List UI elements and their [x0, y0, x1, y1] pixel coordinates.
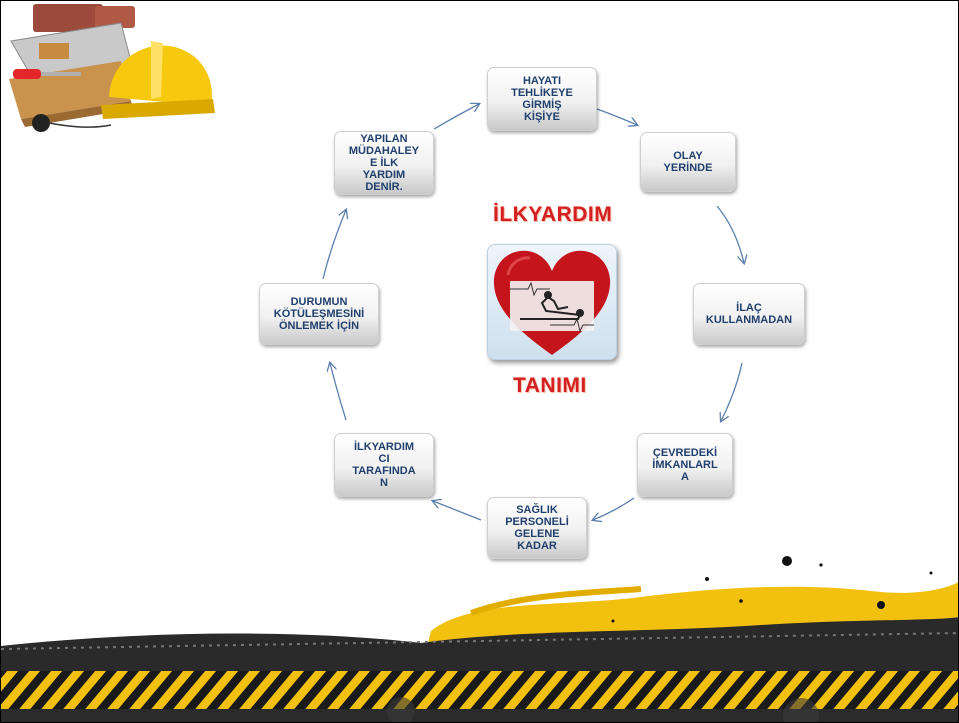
arrow-7 — [330, 363, 347, 421]
title-top: İLKYARDIM — [493, 203, 613, 226]
construction-stripe-band — [1, 556, 958, 722]
first-aid-person-icon — [510, 281, 594, 333]
tools-illustration — [9, 4, 215, 132]
node-saglik: SAĞLIK PERSONELİ GELENE KADAR — [487, 497, 587, 559]
node-hayati: HAYATI TEHLİKEYE GİRMİŞ KİŞİYE — [487, 67, 597, 131]
brick-icon — [33, 4, 135, 32]
arrow-2 — [596, 108, 637, 125]
node-olay: OLAY YERİNDE — [640, 132, 736, 192]
arrow-5 — [593, 497, 635, 520]
title-bottom: TANIMI — [513, 374, 587, 397]
arrow-4 — [721, 362, 743, 421]
node-ilac: İLAÇ KULLANMADAN — [693, 283, 805, 345]
screwdriver-icon — [13, 69, 81, 79]
arrow-1 — [433, 104, 479, 130]
node-yapilan: YAPILAN MÜDAHALEY E İLK YARDIM DENİR. — [334, 131, 434, 195]
center-image — [487, 244, 617, 360]
heart-icon — [493, 250, 611, 355]
tape-measure-icon — [32, 114, 112, 132]
arrow-8 — [322, 210, 346, 280]
node-ilkyardimci: İLKYARDIM CI TARAFINDA N — [334, 433, 434, 497]
arrow-6 — [433, 501, 482, 521]
node-durumun: DURUMUN KÖTÜLEŞMESİNİ ÖNLEMEK İÇİN — [259, 283, 379, 345]
node-cevre: ÇEVREDEKİ İMKANLARL A — [637, 433, 733, 497]
hard-hat-icon — [101, 41, 215, 119]
arrow-3 — [716, 205, 744, 263]
